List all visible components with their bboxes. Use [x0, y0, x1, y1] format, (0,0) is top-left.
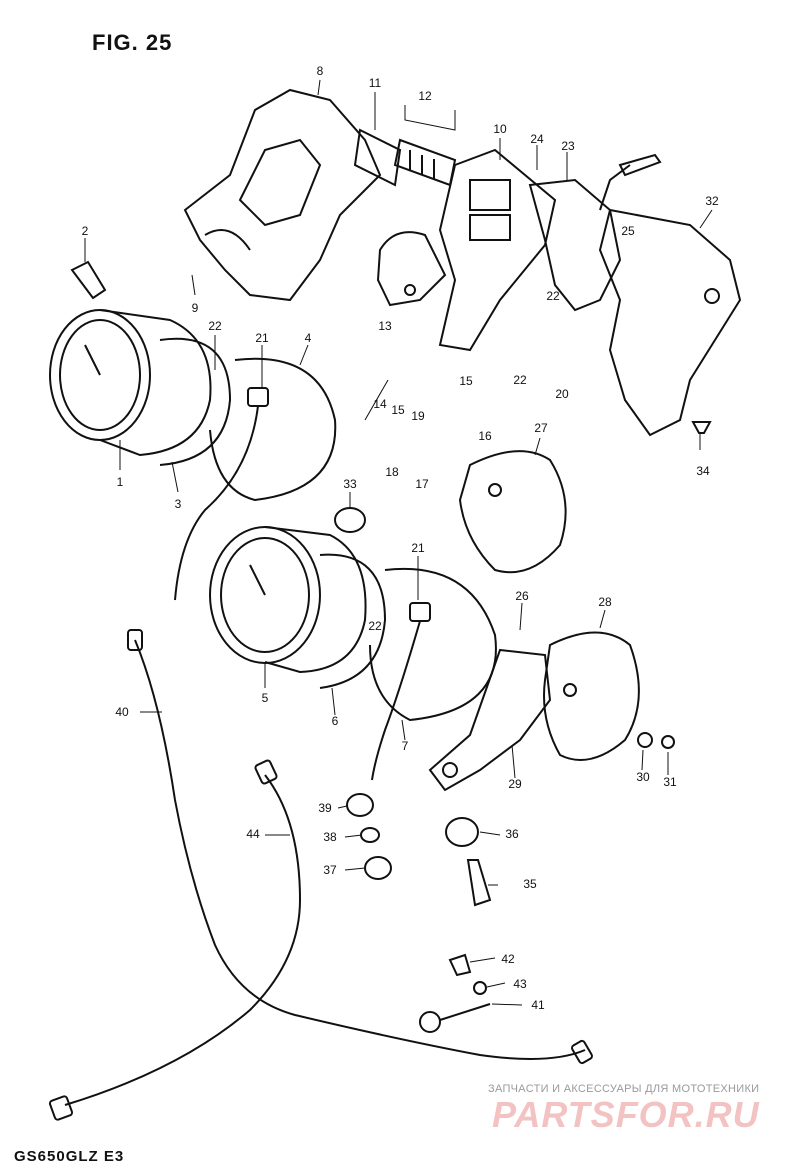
leader-lines [84, 79, 713, 1006]
part-label: 44 [246, 827, 260, 841]
part-label: 34 [696, 464, 710, 478]
damper-cover-lower [543, 631, 640, 761]
part-label: 38 [323, 830, 337, 844]
part-label: 25 [621, 224, 635, 238]
part-label: 9 [192, 301, 199, 315]
part-label: 4 [305, 331, 312, 345]
part-label: 33 [343, 477, 357, 491]
part-label: 7 [402, 739, 409, 753]
part-label: 16 [478, 429, 492, 443]
part-label: 5 [262, 691, 269, 705]
part-label: 1 [117, 475, 124, 489]
part-label: 41 [531, 998, 545, 1012]
socket-assembly-part [528, 153, 662, 312]
part-label: 29 [508, 777, 522, 791]
speedometer-case [319, 553, 387, 689]
part-label: 22 [208, 319, 222, 333]
watermark-caption: ЗАПЧАСТИ И АКСЕССУАРЫ ДЛЯ МОТОТЕХНИКИ [488, 1083, 760, 1095]
damper-cover-upper [458, 450, 567, 574]
part-label: 23 [561, 139, 575, 153]
part-label: 27 [534, 421, 548, 435]
part-label: 26 [515, 589, 529, 603]
speedometer-gauge [209, 526, 367, 674]
part-label: 10 [493, 122, 507, 136]
part-label: 8 [317, 64, 324, 78]
tachometer-cable [48, 759, 302, 1121]
tachometer-gauge [49, 309, 212, 457]
part-label: 28 [598, 595, 612, 609]
part-label: 19 [411, 409, 425, 423]
part-label: 37 [323, 863, 337, 877]
part-label: 17 [415, 477, 429, 491]
model-code: GS650GLZ E3 [14, 1148, 125, 1165]
indicator-panel-part [353, 128, 402, 187]
part-label: 32 [705, 194, 719, 208]
part-label: 35 [523, 877, 537, 891]
cushion-part [334, 507, 675, 907]
lamp-socket-wire-lower [371, 602, 431, 781]
part-label: 14 [373, 397, 387, 411]
part-label: 39 [318, 801, 332, 815]
part-label: 13 [378, 319, 392, 333]
lower-bracket-part [376, 231, 447, 307]
tachometer-case [159, 337, 232, 466]
part-label: 18 [385, 465, 399, 479]
indicator-case-part [438, 148, 557, 352]
part-label: 3 [175, 497, 182, 511]
speedometer-cable [127, 629, 593, 1065]
part-label: 11 [369, 76, 382, 90]
part-label: 22 [546, 289, 560, 303]
part-label: 15 [391, 403, 405, 417]
part-label: 43 [513, 977, 527, 991]
part-label: 40 [115, 705, 129, 719]
figure-title: FIG. 25 [92, 30, 173, 55]
upper-housing-part [183, 88, 382, 302]
meter-bracket [428, 648, 552, 792]
part-label: 22 [513, 373, 527, 387]
part-label: 24 [530, 132, 544, 146]
part-label: 21 [411, 541, 425, 555]
watermark-brand: PARTSFOR.RU [492, 1094, 760, 1135]
part-label: 12 [418, 89, 432, 103]
bulb-strip-part [393, 138, 457, 187]
part-label: 21 [255, 331, 269, 345]
part-label: 36 [505, 827, 519, 841]
speedometer-lower-cover [369, 567, 497, 722]
part-label: 30 [636, 770, 650, 784]
part-label: 20 [555, 387, 569, 401]
part-labels: 8 11 12 10 24 23 32 2 25 22 9 22 13 21 4… [82, 64, 719, 1012]
part-label: 22 [368, 619, 382, 633]
part-label: 2 [82, 224, 89, 238]
tachometer-lower-cover [209, 357, 337, 502]
part-label: 31 [663, 775, 677, 789]
part-label: 6 [332, 714, 339, 728]
rear-cover-part [598, 208, 742, 437]
bolt-part [70, 260, 712, 1033]
part-label: 15 [459, 374, 473, 388]
part-label: 42 [501, 952, 515, 966]
lamp-socket-wire-upper [174, 387, 269, 601]
